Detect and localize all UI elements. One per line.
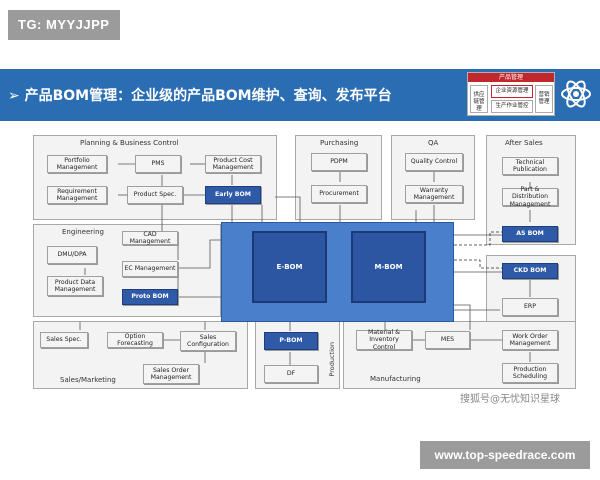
box-ckd-bom: CKD BOM: [502, 263, 558, 279]
box-sales-order-management: Sales Order Management: [143, 364, 199, 384]
box-part-distribution-management: Part & Distribution Management: [502, 186, 558, 208]
box-quality-control: Quality Control: [405, 153, 463, 171]
module-legend: 产品管理 供应链管理 企业资源管理 生产作业管控 营销管理: [467, 72, 555, 116]
box-as-bom: AS BOM: [502, 226, 558, 242]
panel-planning-title: Planning & Business Control: [80, 139, 179, 147]
box-pdpm: PDPM: [311, 153, 367, 171]
box-df: DF: [264, 365, 318, 383]
legend-bottom-mid: 生产作业管控: [491, 100, 533, 113]
box-m-bom: M-BOM: [351, 231, 426, 303]
legend-header: 产品管理: [468, 73, 554, 82]
box-procurement: Procurement: [311, 185, 367, 203]
box-warranty-management: Warranty Management: [405, 185, 463, 203]
banner-title: ➢ 产品BOM管理：企业级的产品BOM维护、查询、发布平台: [8, 88, 392, 104]
panel-engineering-title: Engineering: [62, 228, 104, 236]
box-technical-publication: Technical Publication: [502, 157, 558, 175]
panel-purchasing-title: Purchasing: [320, 139, 359, 147]
box-mes: MES: [425, 331, 470, 349]
box-proto-bom: Proto BOM: [122, 289, 178, 305]
box-product-cost-management: Product Cost Management: [205, 155, 261, 173]
box-sales-spec: Sales Spec.: [40, 332, 88, 348]
box-p-bom: P-BOM: [264, 332, 318, 350]
box-requirement-management: Requirement Management: [47, 186, 107, 204]
panel-purchasing: [295, 135, 382, 220]
box-early-bom: Early BOM: [205, 186, 261, 204]
watermark-text: 搜狐号@无忧知识星球: [460, 394, 560, 405]
box-work-order-management: Work Order Management: [502, 330, 558, 350]
legend-left: 供应链管理: [470, 85, 488, 113]
legend-top-mid: 企业资源管理: [491, 85, 533, 98]
legend-right: 营销管理: [535, 85, 553, 113]
site-url-badge: www.top-speedrace.com: [420, 441, 590, 469]
panel-after-sales-title: After Sales: [505, 139, 543, 147]
box-sales-configuration: Sales Configuration: [180, 331, 236, 351]
box-product-spec: Product Spec.: [127, 186, 183, 204]
panel-qa-title: QA: [428, 139, 439, 147]
box-cad-management: CAD Management: [122, 231, 178, 245]
box-option-forecasting: Option Forecasting: [107, 332, 163, 348]
panel-manufacturing-title: Manufacturing: [370, 375, 421, 383]
panel-qa: [391, 135, 475, 220]
box-pms: PMS: [135, 155, 181, 173]
box-erp: ERP: [502, 298, 558, 316]
atom-logo-icon: [561, 80, 591, 108]
tg-tag: TG: MYYJJPP: [8, 10, 120, 40]
box-e-bom: E-BOM: [252, 231, 327, 303]
box-portfolio-management: Portfolio Management: [47, 155, 107, 173]
box-material-inventory-control: Material & Inventory Control: [356, 329, 412, 351]
box-ec-management: EC Management: [122, 261, 178, 277]
panel-planning: [33, 135, 277, 220]
panel-sales-title: Sales/Marketing: [60, 376, 116, 384]
box-production-scheduling: Production Scheduling: [502, 363, 558, 383]
box-product-data-management: Product Data Management: [47, 276, 103, 296]
box-dmu-dpa: DMU/DPA: [47, 246, 97, 264]
